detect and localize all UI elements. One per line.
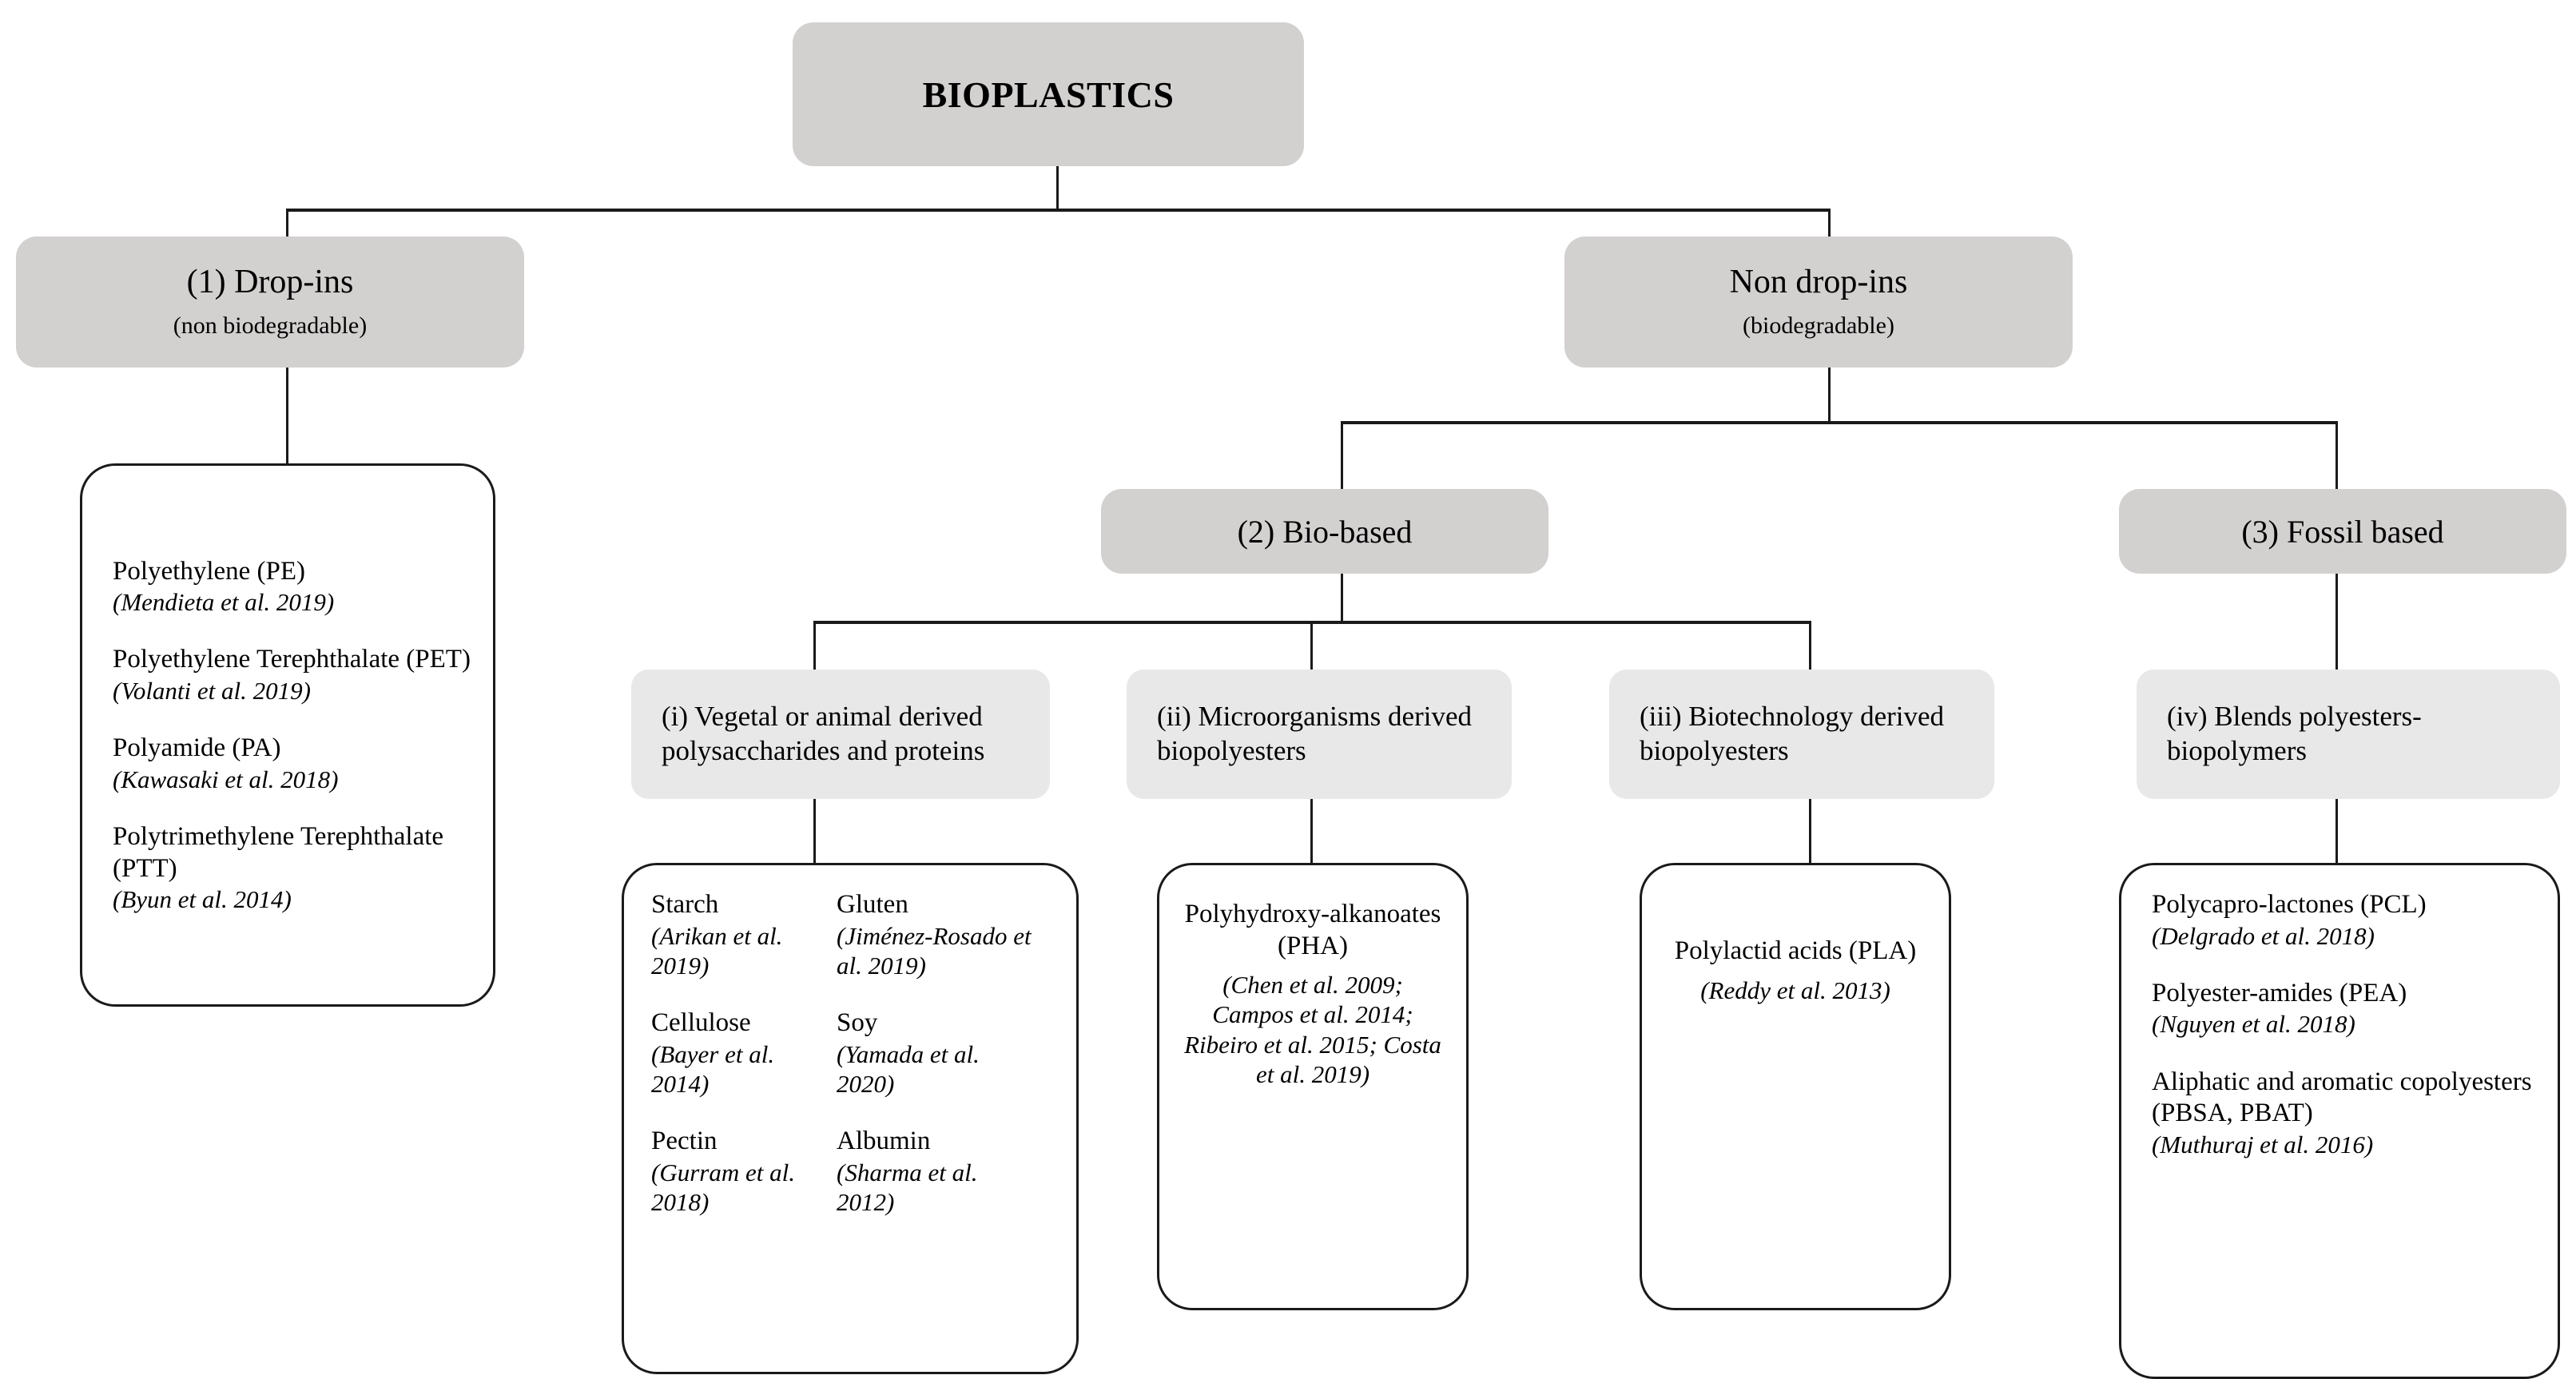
connector-fossil-stem bbox=[2335, 574, 2338, 670]
category-ii-label: (ii) Microorganisms derived biopolyester… bbox=[1157, 701, 1472, 766]
list-item: Polycapro-lactones (PCL) (Delgrado et al… bbox=[2152, 889, 2537, 951]
drop-ins-label: (1) Drop-ins bbox=[186, 264, 354, 301]
connector-to-category-iii bbox=[1809, 621, 1811, 670]
node-non-drop-ins[interactable]: Non drop-ins (biodegradable) bbox=[1564, 236, 2073, 368]
connector-category-ii-stem bbox=[1310, 799, 1313, 863]
connector-level3-bus bbox=[1341, 421, 2338, 424]
node-category-blends[interactable]: (iv) Blends polyesters-biopolymers bbox=[2137, 670, 2560, 799]
list-item: Polyethylene (PE) (Mendieta et al. 2019) bbox=[113, 556, 472, 618]
connector-to-fossil bbox=[2335, 421, 2338, 490]
item-name: Starch bbox=[651, 890, 719, 919]
item-reference: (Chen et al. 2009; Campos et al. 2014; R… bbox=[1184, 971, 1441, 1088]
connector-to-category-i bbox=[813, 621, 816, 670]
polysaccharides-column-right: Gluten (Jiménez-Rosado et al. 2019) Soy … bbox=[837, 889, 1036, 1217]
list-item: Cellulose (Bayer et al. 2014) bbox=[651, 1007, 837, 1099]
node-bio-based[interactable]: (2) Bio-based bbox=[1101, 489, 1548, 574]
list-item: Polyamide (PA) (Kawasaki et al. 2018) bbox=[113, 733, 472, 794]
node-fossil-based[interactable]: (3) Fossil based bbox=[2119, 489, 2566, 574]
bio-based-label: (2) Bio-based bbox=[1237, 513, 1413, 550]
item-reference: (Gurram et al. 2018) bbox=[651, 1158, 795, 1216]
node-pla[interactable]: Polylactid acids (PLA) (Reddy et al. 201… bbox=[1640, 863, 1951, 1310]
node-fossil-list[interactable]: Polycapro-lactones (PCL) (Delgrado et al… bbox=[2119, 863, 2560, 1379]
connector-dropins-stem bbox=[286, 368, 288, 465]
connector-root-stem bbox=[1056, 166, 1059, 211]
polysaccharides-column-left: Starch (Arikan et al. 2019) Cellulose (B… bbox=[651, 889, 837, 1217]
item-reference: (Byun et al. 2014) bbox=[113, 885, 292, 914]
item-reference: (Reddy et al. 2013) bbox=[1700, 976, 1890, 1004]
item-name: Polyamide (PA) bbox=[113, 733, 281, 763]
fossil-based-label: (3) Fossil based bbox=[2241, 513, 2444, 550]
node-category-microorganisms[interactable]: (ii) Microorganisms derived biopolyester… bbox=[1127, 670, 1512, 799]
item-name: Polyethylene (PE) bbox=[113, 556, 306, 586]
item-name: Albumin bbox=[837, 1126, 931, 1155]
item-reference: (Jiménez-Rosado et al. 2019) bbox=[837, 921, 1032, 980]
connector-category-iii-stem bbox=[1809, 799, 1811, 863]
list-item: Polyethylene Terephthalate (PET) (Volant… bbox=[113, 644, 472, 705]
connector-category-iv-stem bbox=[2335, 799, 2338, 863]
bioplastics-title: BIOPLASTICS bbox=[922, 74, 1175, 115]
category-iii-label: (iii) Biotechnology derived biopolyester… bbox=[1640, 701, 1945, 766]
item-name: Polytrimethylene Terephthalate (PTT) bbox=[113, 821, 444, 883]
item-name: Polyhydroxy-alkanoates (PHA) bbox=[1184, 900, 1441, 960]
item-name: Polyester-amides (PEA) bbox=[2152, 978, 2407, 1007]
item-reference: (Sharma et al. 2012) bbox=[837, 1158, 978, 1216]
drop-ins-sublabel: (non biodegradable) bbox=[173, 312, 368, 339]
node-polysaccharides-list[interactable]: Starch (Arikan et al. 2019) Cellulose (B… bbox=[622, 863, 1079, 1374]
list-item: Polyhydroxy-alkanoates (PHA) (Chen et al… bbox=[1180, 899, 1445, 1089]
list-item: Starch (Arikan et al. 2019) bbox=[651, 889, 837, 980]
node-bioplastics[interactable]: BIOPLASTICS bbox=[793, 22, 1304, 166]
node-drop-ins[interactable]: (1) Drop-ins (non biodegradable) bbox=[16, 236, 524, 368]
node-pha[interactable]: Polyhydroxy-alkanoates (PHA) (Chen et al… bbox=[1157, 863, 1469, 1310]
item-reference: (Delgrado et al. 2018) bbox=[2152, 921, 2375, 950]
list-item: Pectin (Gurram et al. 2018) bbox=[651, 1126, 837, 1217]
list-item: Polyester-amides (PEA) (Nguyen et al. 20… bbox=[2152, 978, 2537, 1039]
item-reference: (Muthuraj et al. 2016) bbox=[2152, 1130, 2374, 1158]
item-reference: (Volanti et al. 2019) bbox=[113, 677, 311, 705]
item-name: Gluten bbox=[837, 890, 908, 919]
item-name: Pectin bbox=[651, 1126, 718, 1155]
item-name: Polylactid acids (PLA) bbox=[1674, 936, 1917, 965]
list-item: Gluten (Jiménez-Rosado et al. 2019) bbox=[837, 889, 1036, 980]
item-reference: (Yamada et al. 2020) bbox=[837, 1039, 980, 1098]
item-name: Aliphatic and aromatic copolyesters (PBS… bbox=[2152, 1067, 2532, 1128]
item-reference: (Arikan et al. 2019) bbox=[651, 921, 783, 980]
list-item: Soy (Yamada et al. 2020) bbox=[837, 1007, 1036, 1099]
non-drop-ins-sublabel: (biodegradable) bbox=[1743, 312, 1894, 339]
connector-nondropins-stem bbox=[1828, 368, 1831, 422]
item-reference: (Mendieta et al. 2019) bbox=[113, 588, 335, 617]
connector-to-category-ii bbox=[1310, 621, 1313, 670]
connector-biobased-stem bbox=[1341, 574, 1343, 622]
item-name: Cellulose bbox=[651, 1007, 751, 1037]
node-category-biotechnology[interactable]: (iii) Biotechnology derived biopolyester… bbox=[1609, 670, 1994, 799]
list-item: Aliphatic and aromatic copolyesters (PBS… bbox=[2152, 1067, 2537, 1159]
item-reference: (Kawasaki et al. 2018) bbox=[113, 765, 339, 793]
non-drop-ins-label: Non drop-ins bbox=[1729, 264, 1908, 301]
node-drop-ins-list[interactable]: Polyethylene (PE) (Mendieta et al. 2019)… bbox=[80, 463, 495, 1007]
category-i-label: (i) Vegetal or animal derived polysaccha… bbox=[662, 701, 985, 766]
connector-level2-bus bbox=[286, 209, 1830, 212]
connector-to-biobased bbox=[1341, 421, 1343, 490]
connector-category-i-stem bbox=[813, 799, 816, 863]
item-name: Soy bbox=[837, 1007, 878, 1037]
node-category-vegetal-animal[interactable]: (i) Vegetal or animal derived polysaccha… bbox=[631, 670, 1050, 799]
list-item: Polytrimethylene Terephthalate (PTT) (By… bbox=[113, 821, 472, 914]
item-name: Polycapro-lactones (PCL) bbox=[2152, 890, 2427, 919]
item-name: Polyethylene Terephthalate (PET) bbox=[113, 645, 471, 674]
item-reference: (Bayer et al. 2014) bbox=[651, 1039, 775, 1098]
item-reference: (Nguyen et al. 2018) bbox=[2152, 1010, 2355, 1039]
category-iv-label: (iv) Blends polyesters-biopolymers bbox=[2167, 701, 2422, 766]
list-item: Albumin (Sharma et al. 2012) bbox=[837, 1126, 1036, 1217]
list-item: Polylactid acids (PLA) (Reddy et al. 201… bbox=[1675, 936, 1916, 1005]
